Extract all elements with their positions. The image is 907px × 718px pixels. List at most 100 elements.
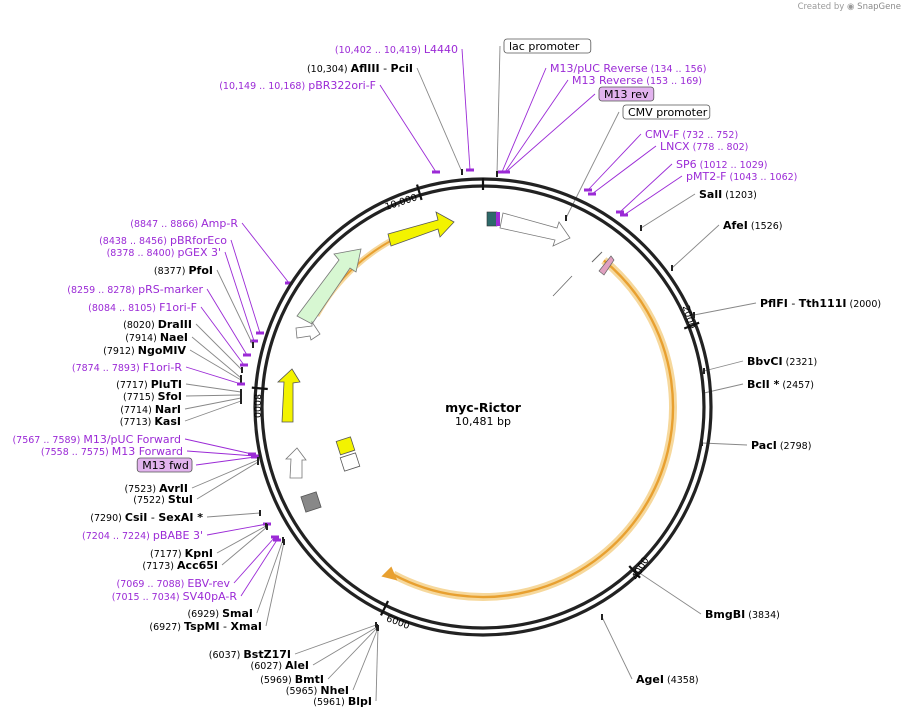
label-part: (7015 .. 7034) bbox=[112, 592, 180, 603]
label-part: (8378 .. 8400) bbox=[107, 248, 175, 259]
sv40-ori-feature[interactable] bbox=[335, 436, 356, 456]
label-part: (8377) bbox=[154, 266, 186, 277]
leader-line bbox=[619, 163, 673, 213]
rictor-orf-arrow[interactable] bbox=[392, 259, 675, 599]
tick-label: 2000 bbox=[680, 304, 697, 330]
amp-r-primer-label[interactable]: (8847 .. 8866) Amp-R bbox=[130, 217, 238, 230]
label-part: NgoMIV bbox=[138, 344, 187, 357]
leader-line bbox=[587, 133, 642, 191]
cmv-promoter-box[interactable] bbox=[622, 104, 711, 120]
avrii-enzyme-label[interactable]: (7523) AvrII bbox=[124, 482, 188, 495]
f1-ori-feature[interactable] bbox=[276, 368, 301, 423]
label-part: NheI bbox=[320, 684, 349, 697]
alei-enzyme-label[interactable]: (6027) AleI bbox=[251, 659, 309, 672]
smai-enzyme-label[interactable]: (6929) SmaI bbox=[187, 607, 253, 620]
bbvci-enzyme-label[interactable]: BbvCI (2321) bbox=[747, 355, 817, 368]
m13-fwd-box[interactable] bbox=[136, 457, 193, 473]
leader-line bbox=[496, 45, 501, 175]
kpni-enzyme-label[interactable]: (7177) KpnI bbox=[150, 547, 213, 560]
f1ori-r-primer-label[interactable]: (7874 .. 7893) F1ori-R bbox=[72, 361, 182, 374]
afliii-enzyme-label[interactable]: (10,304) AflIII - PciI bbox=[307, 62, 413, 75]
site-mark bbox=[703, 368, 705, 374]
leader-line bbox=[184, 438, 253, 455]
pflfi-enzyme-label[interactable]: PflFI - Tth111I (2000) bbox=[760, 297, 881, 310]
paci-enzyme-label[interactable]: PacI (2798) bbox=[751, 439, 811, 452]
ngomiv-enzyme-label[interactable]: (7912) NgoMIV bbox=[103, 344, 186, 357]
pbrforeco-primer-label[interactable]: (8438 .. 8456) pBRforEco bbox=[99, 234, 227, 247]
ori-feature[interactable] bbox=[387, 211, 455, 247]
label-part: (1203) bbox=[725, 190, 757, 201]
pgex-3-primer-label[interactable]: (8378 .. 8400) pGEX 3' bbox=[107, 246, 221, 259]
label-part: (6927) bbox=[149, 622, 181, 633]
draiii-enzyme-label[interactable]: (8020) DraIII bbox=[123, 318, 192, 331]
primer-mark bbox=[588, 192, 596, 196]
m13-puc-reverse-primer-label[interactable]: M13/pUC Reverse (134 .. 156) bbox=[550, 62, 706, 75]
acc65i-enzyme-label[interactable]: (7173) Acc65I bbox=[142, 559, 218, 572]
sfoi-enzyme-label[interactable]: (7715) SfoI bbox=[123, 390, 182, 403]
pfoi-enzyme-label[interactable]: (8377) PfoI bbox=[154, 264, 213, 277]
leader-line bbox=[375, 627, 379, 702]
sv40-enhancer-feature[interactable] bbox=[339, 452, 361, 472]
label-part: PciI bbox=[391, 62, 413, 75]
cmv-f-primer-label[interactable]: CMV-F (732 .. 752) bbox=[645, 128, 738, 141]
m13-forward-primer-label[interactable]: (7558 .. 7575) M13 Forward bbox=[41, 445, 183, 458]
credit-brand: SnapGene bbox=[857, 2, 901, 12]
leader-line bbox=[184, 400, 242, 422]
primer-mark bbox=[620, 213, 628, 217]
lac-promoter-box[interactable] bbox=[503, 38, 592, 54]
pbr322ori-f-primer-label[interactable]: (10,149 .. 10,168) pBR322ori-F bbox=[219, 79, 376, 92]
ebv-rev-primer-label[interactable]: (7069 .. 7088) EBV-rev bbox=[117, 577, 231, 590]
stui-enzyme-label[interactable]: (7522) StuI bbox=[133, 493, 193, 506]
m13-puc-forward-primer-label[interactable]: (7567 .. 7589) M13/pUC Forward bbox=[12, 433, 181, 446]
label-part: XmaI bbox=[231, 620, 262, 633]
ampr-feature[interactable] bbox=[296, 248, 362, 325]
label-part: (2798) bbox=[780, 441, 812, 452]
blpi-enzyme-label[interactable]: (5961) BlpI bbox=[313, 695, 372, 708]
label-part: (7558 .. 7575) bbox=[41, 447, 109, 458]
tspmi-enzyme-label[interactable]: (6927) TspMI - XmaI bbox=[149, 620, 262, 633]
site-mark bbox=[565, 215, 567, 221]
cmv-enhancer-feature[interactable] bbox=[499, 212, 571, 247]
f1ori-f-primer-label[interactable]: (8084 .. 8105) F1ori-F bbox=[88, 301, 197, 314]
label-part: BbvCI bbox=[747, 355, 783, 368]
pbabe-3-primer-label[interactable]: (7204 .. 7224) pBABE 3' bbox=[82, 529, 203, 542]
myc-feature[interactable] bbox=[598, 255, 615, 276]
bstz17i-enzyme-label[interactable]: (6037) BstZ17I bbox=[209, 648, 291, 661]
bcli-enzyme-label[interactable]: BclI * (2457) bbox=[747, 378, 814, 391]
sp6-primer-label[interactable]: SP6 (1012 .. 1029) bbox=[676, 158, 768, 171]
nhei-enzyme-label[interactable]: (5965) NheI bbox=[286, 684, 349, 697]
lac-operator-feature[interactable] bbox=[496, 212, 500, 226]
m13-rev-box[interactable] bbox=[598, 86, 655, 102]
site-mark bbox=[241, 367, 243, 373]
label-part: NaeI bbox=[160, 331, 188, 344]
bmti-enzyme-label[interactable]: (5969) BmtI bbox=[260, 673, 324, 686]
prs-marker-primer-label[interactable]: (8259 .. 8278) pRS-marker bbox=[67, 283, 203, 296]
pluti-enzyme-label[interactable]: (7717) PluTI bbox=[116, 378, 182, 391]
nari-enzyme-label[interactable]: (7714) NarI bbox=[120, 403, 181, 416]
label-part: - bbox=[788, 297, 799, 310]
leader-line bbox=[504, 79, 569, 173]
label-part: (6037) bbox=[209, 650, 241, 661]
bmgbi-enzyme-label[interactable]: BmgBI (3834) bbox=[705, 608, 780, 621]
sv40-promoter-feature[interactable] bbox=[285, 447, 307, 479]
sv40-polya-feature[interactable] bbox=[300, 491, 322, 513]
pmt2-f-primer-label[interactable]: pMT2-F (1043 .. 1062) bbox=[686, 170, 797, 183]
naei-enzyme-label[interactable]: (7914) NaeI bbox=[125, 331, 188, 344]
l4440-primer-label[interactable]: (10,402 .. 10,419) L4440 bbox=[335, 43, 458, 56]
m13-reverse-primer-label[interactable]: M13 Reverse (153 .. 169) bbox=[572, 74, 702, 87]
sp6-promoter-feature[interactable] bbox=[591, 251, 603, 263]
cap-binding-site-feature[interactable] bbox=[486, 211, 498, 227]
leader-line bbox=[379, 84, 437, 173]
tick-mark bbox=[251, 386, 268, 391]
afei-enzyme-label[interactable]: AfeI (1526) bbox=[723, 219, 782, 232]
kasi-enzyme-label[interactable]: (7713) KasI bbox=[120, 415, 181, 428]
ampr-promoter-feature[interactable] bbox=[295, 320, 321, 341]
sv40pa-r-primer-label[interactable]: (7015 .. 7034) SV40pA-R bbox=[112, 590, 238, 603]
csii-enzyme-label[interactable]: (7290) CsiI - SexAI * bbox=[90, 511, 203, 524]
agei-enzyme-label[interactable]: AgeI (4358) bbox=[636, 673, 699, 686]
label-part: (10,304) bbox=[307, 64, 348, 75]
sali-enzyme-label[interactable]: SalI (1203) bbox=[699, 188, 757, 201]
lncx-primer-label[interactable]: LNCX (778 .. 802) bbox=[660, 140, 748, 153]
site-mark bbox=[671, 265, 673, 271]
label-part: AgeI bbox=[636, 673, 664, 686]
